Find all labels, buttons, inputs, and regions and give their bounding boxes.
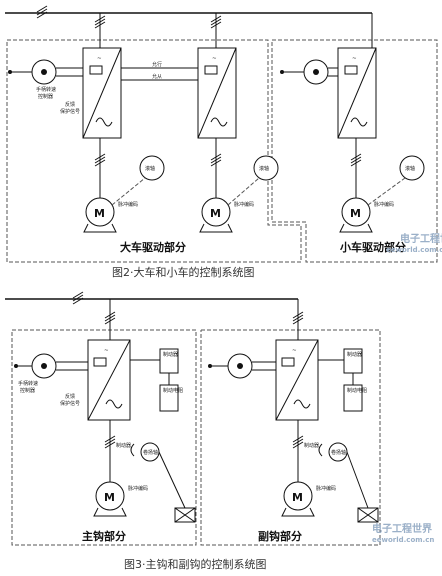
motor-1: M 脉冲编码 滚轴 [83,155,165,233]
axis-label: 滚轴 [145,165,155,172]
motor-icon [85,197,115,227]
axis-icon [399,155,425,181]
encoder-label: 脉冲编码 [316,485,336,492]
ac-symbol: ~ [352,56,357,62]
section-frame-right [200,329,381,546]
encoder-label: 脉冲编码 [234,201,254,208]
drum-label: 卷扬轴 [143,449,158,456]
svg-text:~: ~ [104,348,109,354]
axis-label: 滚轴 [405,165,415,172]
hoist-unit-2: ~ 制动器 制动电阻 制动器 卷扬轴 [208,299,379,523]
brake-unit-label: 制动器 [163,351,178,358]
drive-unit-2: ~ [197,13,237,198]
handle-controller-3 [280,59,338,85]
motor-icon [95,481,125,511]
brake-label: 制动器 [116,442,131,449]
brake-icon [130,443,135,457]
display-panel [344,65,358,75]
section-label-trolley-drive: 大车驱动部分 [120,240,186,254]
bus-ticks [72,291,84,305]
axis-label: 滚轴 [259,165,269,172]
signal-reverse-label: 允从 [152,73,162,80]
section-frame-left [6,39,302,263]
section-label-aux-hook: 副钩部分 [258,529,302,543]
figure-3: ~ 制动器 制动电阻 手柄转速 控制器 反馈 保护信号 制动器 卷扬轴 [5,291,434,571]
svg-text:eeworld.com.cn: eeworld.com.cn [386,246,442,254]
bus-ticks [36,5,48,19]
section-frame-left [11,329,197,546]
brake-resistor-label: 制动电阻 [163,387,183,394]
feedback-label-2: 保护信号 [60,108,80,115]
axis-icon [139,155,165,181]
inverter-diagonal [337,47,377,139]
feedback-label-2: 保护信号 [60,400,80,407]
drum-label: 卷扬轴 [331,449,346,456]
brake-label: 制动器 [304,442,319,449]
output-symbol [210,117,228,127]
svg-text:电子工程世界: 电子工程世界 [400,232,442,245]
display-panel [89,65,103,75]
feedback-label-1: 反馈 [65,393,75,400]
axis-icon [253,155,279,181]
drive-unit-1: ~ [82,13,122,198]
ac-symbol: ~ [212,56,217,62]
section-label-crab-drive: 小车驱动部分 [339,240,406,254]
signal-forward-label: 允行 [152,61,162,68]
svg-text:eeworld.com.cn: eeworld.com.cn [372,536,434,544]
svg-text:~: ~ [292,348,297,354]
motor-label: M [94,207,105,220]
watermark-2: 电子工程世界 eeworld.com.cn [372,522,434,544]
motor-label: M [210,207,221,220]
figure-3-caption: 图3·主钩和副钩的控制系统图 [124,557,267,571]
motor-icon [341,197,371,227]
output-symbol [350,117,368,127]
handle-label-2: 控制器 [20,387,35,394]
encoder-label: 脉冲编码 [118,201,138,208]
feedback-label-1: 反馈 [65,101,75,108]
motor-label: M [350,207,361,220]
display-panel [204,65,218,75]
watermark-1: 电子工程世界 eeworld.com.cn [386,232,442,254]
figure-2: ~ ~ ~ [5,5,442,279]
ac-symbol: ~ [97,56,102,62]
encoder-label: 脉冲编码 [128,485,148,492]
motor-icon [201,197,231,227]
output-symbol [95,117,113,127]
figure-2-caption: 图2·大车和小车的控制系统图 [112,265,255,279]
drive-unit-3: ~ [337,40,377,198]
motor-2: M 脉冲编码 滚轴 [199,155,279,233]
handle-label-1: 手柄转速 [36,86,56,93]
brake-resistor-label: 制动电阻 [347,387,367,394]
encoder-label: 脉冲编码 [374,201,394,208]
brake-unit-label: 制动器 [347,351,362,358]
handle-label-2: 控制器 [38,93,53,100]
handle-controller-1: 手柄转速 控制器 反馈 保护信号 [8,59,83,115]
motor-label: M [104,491,115,504]
motor-label: M [292,491,303,504]
brake-icon [318,443,323,457]
motor-3: M 脉冲编码 滚轴 [339,155,425,233]
hoist-unit-1: ~ 制动器 制动电阻 手柄转速 控制器 反馈 保护信号 制动器 卷扬轴 [14,299,196,523]
inverter-diagonal [82,47,122,139]
motor-icon [283,481,313,511]
handle-label-1: 手柄转速 [18,380,38,387]
svg-text:电子工程世界: 电子工程世界 [372,522,432,535]
section-label-main-hook: 主钩部分 [82,529,126,543]
inverter-diagonal [197,47,237,139]
section-frame-right [271,39,438,263]
